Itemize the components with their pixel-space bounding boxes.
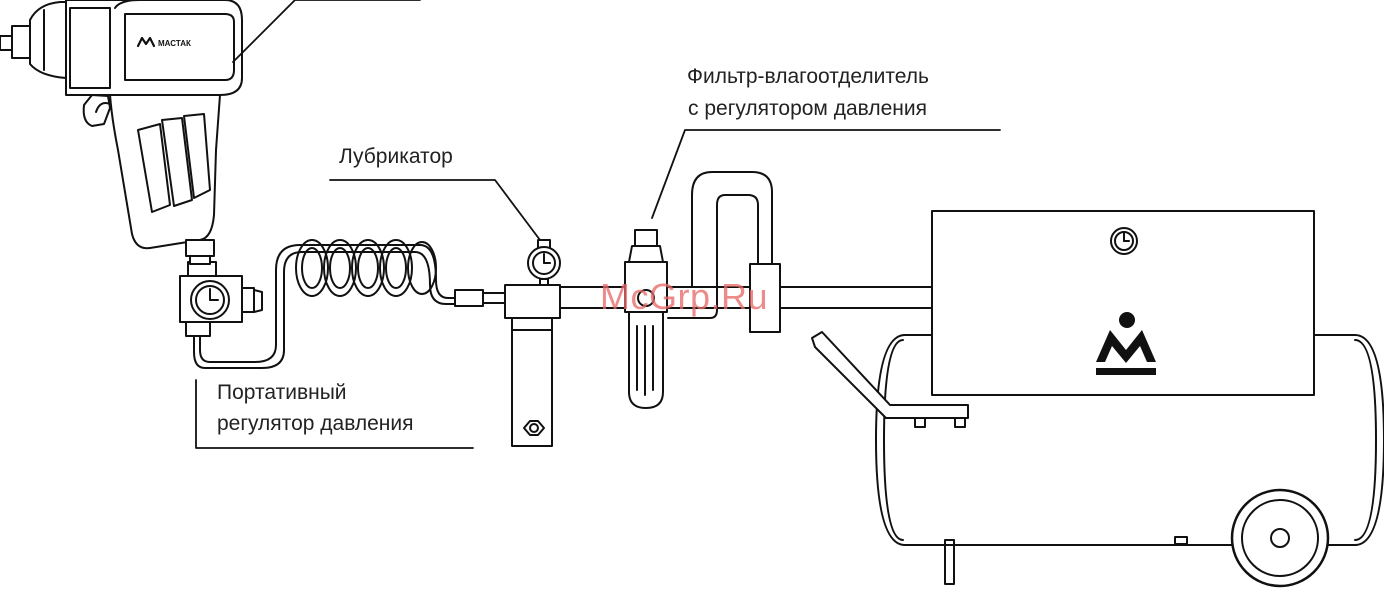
label-filter-line1: Фильтр-влагоотделитель xyxy=(687,62,929,91)
filter-regulator-icon xyxy=(625,230,667,408)
label-lubricator: Лубрикатор xyxy=(339,142,453,171)
compressor-icon xyxy=(812,211,1384,586)
portable-regulator-icon xyxy=(180,262,262,336)
label-portable-line1: Портативный xyxy=(217,378,347,407)
watermark: McGrp.Ru xyxy=(600,276,768,318)
impact-wrench-icon: МАСТАК xyxy=(0,0,242,264)
label-portable-line2: регулятор давления xyxy=(217,409,414,438)
tool-logo: МАСТАК xyxy=(158,39,191,48)
lubricator-icon xyxy=(455,240,560,446)
label-filter-line2: с регулятором давления xyxy=(688,94,927,123)
